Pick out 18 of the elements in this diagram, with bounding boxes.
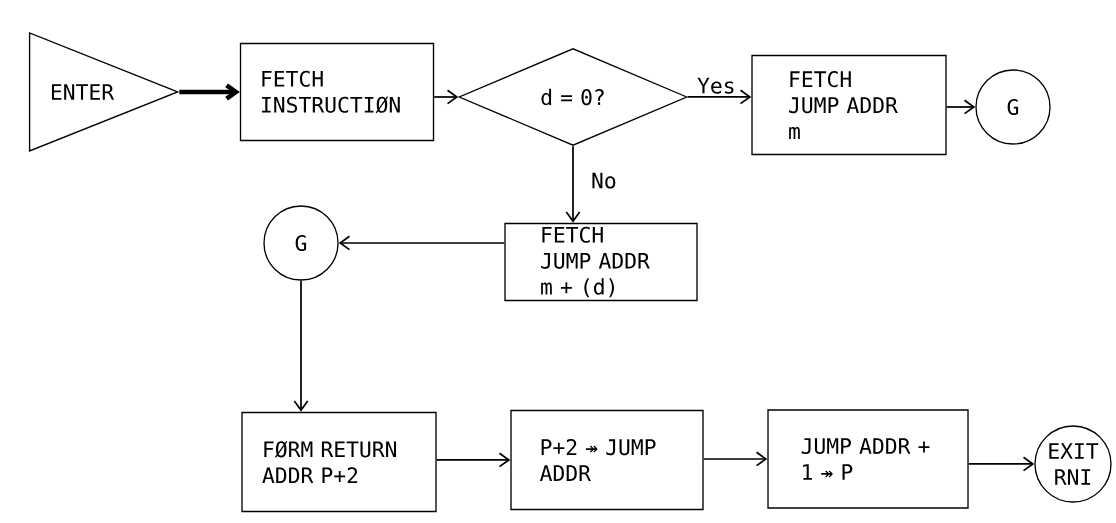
arrow xyxy=(293,279,309,412)
edge-label: Yes xyxy=(695,76,737,95)
arrow xyxy=(945,99,976,115)
process-box: FETCH JUMP ADDR m + (d) xyxy=(504,222,698,302)
arrow xyxy=(433,89,459,105)
arrow xyxy=(435,452,511,468)
process-box: FETCH INSTRUCTIØN xyxy=(239,42,435,142)
edge-label: No xyxy=(589,171,619,190)
process-box: P+2 ↠ JUMP ADDR xyxy=(510,409,704,511)
arrow xyxy=(179,83,240,101)
process-box: FETCH JUMP ADDR m xyxy=(751,54,947,156)
arrow xyxy=(702,451,768,467)
process-box: FØRM RETURN ADDR P+2 xyxy=(241,411,437,513)
arrow xyxy=(967,456,1035,472)
arrow xyxy=(338,235,506,251)
arrow xyxy=(565,145,581,223)
process-box: JUMP ADDR + 1 ↠ P xyxy=(767,409,969,509)
arrow xyxy=(686,89,752,105)
